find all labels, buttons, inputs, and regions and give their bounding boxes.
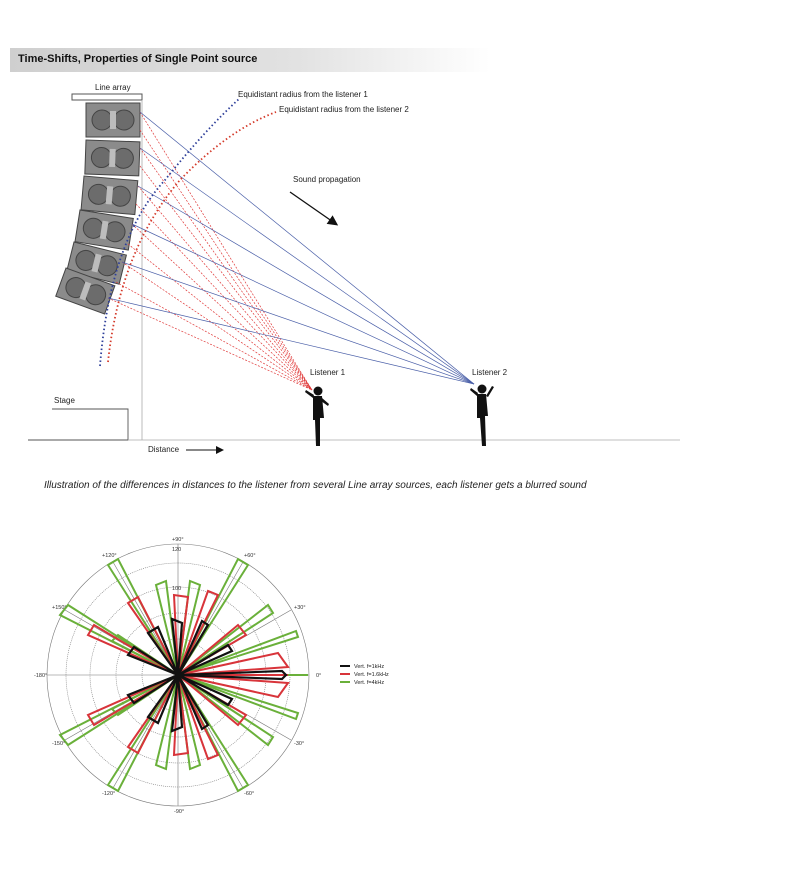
legend-label-1khz: Vert. f=1kHz	[354, 664, 384, 670]
section-header: Time-Shifts, Properties of Single Point …	[10, 48, 490, 72]
lobe-4khz	[58, 557, 308, 793]
listener-1-label: Listener 1	[310, 368, 346, 377]
lobe-1khz	[126, 617, 288, 733]
distance-label: Distance	[148, 445, 180, 454]
angle-label-90: +90°	[172, 537, 184, 543]
angle-label-150: +150°	[52, 605, 67, 611]
angle-label-0: 0°	[316, 673, 321, 679]
radius-label-1: Equidistant radius from the listener 1	[238, 90, 368, 99]
section-title: Time-Shifts, Properties of Single Point …	[18, 53, 258, 65]
lobe-1-6khz	[86, 589, 290, 761]
rays-listener-1	[107, 111, 313, 391]
line-array-label: Line array	[95, 83, 131, 92]
angle-label-60: +60°	[244, 553, 256, 559]
angle-label-m60: -60°	[244, 791, 254, 797]
stage-outline	[28, 408, 129, 441]
rays-listener-2	[107, 111, 475, 385]
legend-label-1-6khz: Vert. f=1.6kHz	[354, 672, 389, 678]
radial-label-100: 100	[172, 586, 181, 592]
listener-2-label: Listener 2	[472, 368, 508, 377]
radial-label-120: 120	[172, 547, 181, 553]
angle-label-m150: -150°	[52, 741, 65, 747]
angle-label-120: +120°	[102, 553, 117, 559]
stage-label: Stage	[54, 396, 75, 405]
radius-label-2: Equidistant radius from the listener 2	[279, 105, 409, 114]
line-array-diagram: Line array	[28, 83, 680, 454]
legend-label-4khz: Vert. f=4kHz	[354, 680, 384, 686]
listener-1-figure	[305, 386, 329, 446]
listener-2-figure	[470, 384, 494, 446]
propagation-arrow	[289, 191, 339, 226]
angle-label-m30: -30°	[294, 741, 304, 747]
propagation-label: Sound propagation	[293, 175, 361, 184]
polar-plot: +90° 120 100 +60° +30° 0° -30° -60° -90°…	[34, 537, 321, 815]
angle-label-m90: -90°	[174, 809, 184, 815]
angle-label-30: +30°	[294, 605, 306, 611]
angle-label-180: -180°	[34, 673, 47, 679]
figure-caption: Illustration of the differences in dista…	[44, 480, 587, 491]
speaker-cabinets	[55, 102, 141, 315]
rigging-frame	[71, 93, 143, 101]
angle-label-m120: -120°	[102, 791, 115, 797]
polar-legend: Vert. f=1kHz Vert. f=1.6kHz Vert. f=4kHz	[340, 664, 389, 686]
